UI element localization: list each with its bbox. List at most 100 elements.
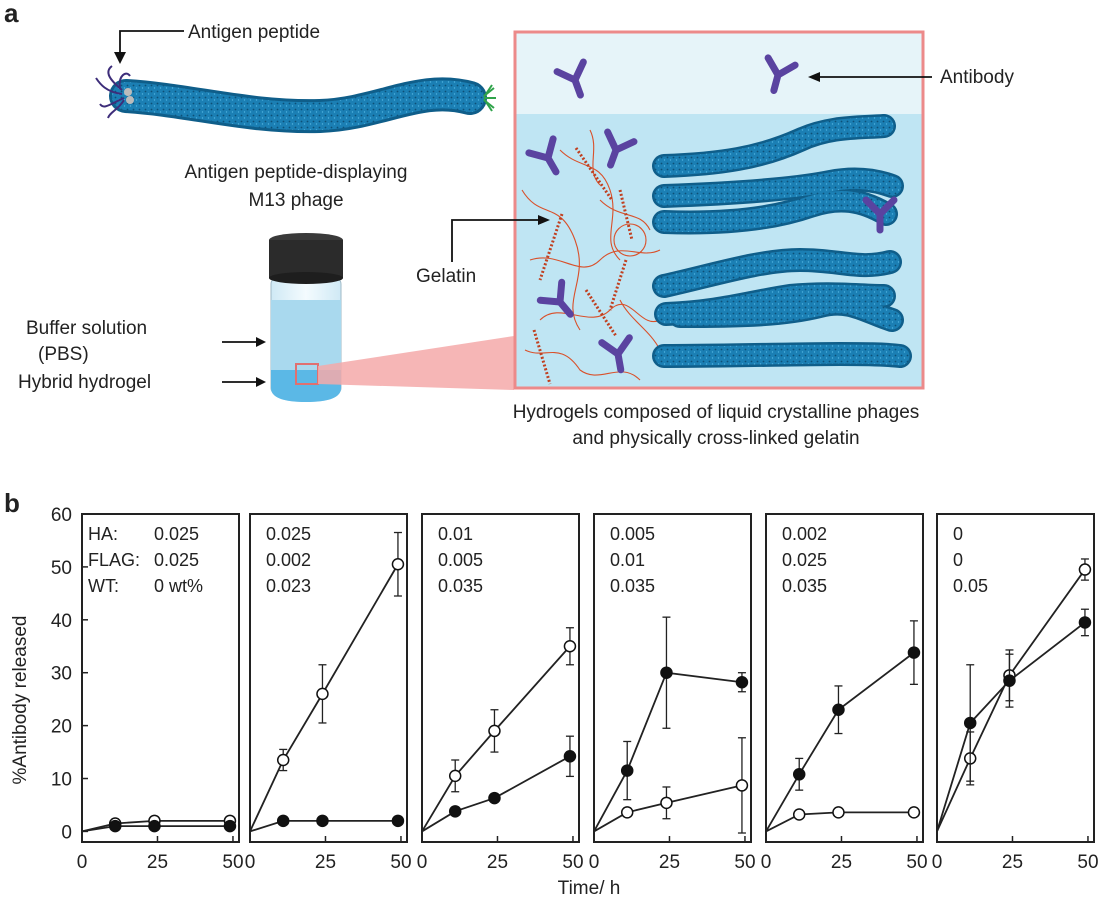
peptide-icon xyxy=(95,65,131,119)
vial-cap xyxy=(269,233,343,284)
data-point-open xyxy=(276,753,290,767)
plot-frame xyxy=(765,513,924,843)
composition-value: 0.025 xyxy=(266,524,311,544)
data-point-filled xyxy=(223,819,237,833)
antigen-peptide-arrowhead xyxy=(114,52,126,64)
x-tick-label: 25 xyxy=(147,852,168,873)
x-tick-label: 0 xyxy=(245,852,256,873)
composition-value: 0.005 xyxy=(610,524,655,544)
x-tick-label: 25 xyxy=(659,852,680,873)
series-line-open xyxy=(81,819,230,833)
y-tick-label: 0 xyxy=(61,822,72,843)
y-tick-label: 10 xyxy=(51,770,72,791)
panel-a: a Antigen peptide Antigen peptide-displa xyxy=(4,0,1014,449)
composition-value: 0 xyxy=(953,524,963,544)
composition-value: 0.01 xyxy=(438,524,473,544)
series-line-filled xyxy=(421,755,571,833)
antigen-peptide-label: Antigen peptide xyxy=(188,22,320,43)
data-point-filled xyxy=(1003,674,1016,687)
series-line-open xyxy=(421,645,571,832)
y-tick-label: 30 xyxy=(51,664,72,685)
hybrid-hydrogel-label: Hybrid hydrogel xyxy=(18,372,151,393)
row-label: FLAG: xyxy=(88,550,140,570)
gelatin-helix xyxy=(532,147,634,385)
x-tick-label: 0 xyxy=(417,852,428,873)
data-point-open xyxy=(735,779,749,792)
zoom-box-border xyxy=(513,30,925,390)
buffer-label-line1: Buffer solution xyxy=(26,318,147,339)
data-point-filled xyxy=(620,764,634,777)
plot-frame xyxy=(81,513,240,843)
plot-frame xyxy=(593,513,752,843)
x-tick-label: 0 xyxy=(77,852,88,873)
composition-value: 0.05 xyxy=(953,576,988,596)
composition-value: 0.035 xyxy=(610,576,655,596)
composition-value: 0.023 xyxy=(266,576,311,596)
series-line-open xyxy=(765,811,914,833)
composition-value: 0.025 xyxy=(154,524,199,544)
data-point-open xyxy=(448,769,462,783)
data-point-filled xyxy=(148,819,161,833)
y-tick-label: 20 xyxy=(51,717,72,738)
composition-value: 0.035 xyxy=(782,576,827,596)
data-point-filled xyxy=(391,814,405,828)
x-tick-label: 25 xyxy=(315,852,336,873)
series-line-filled xyxy=(765,651,915,832)
data-point-filled xyxy=(488,791,501,805)
hydrogel-arrowhead xyxy=(256,377,266,387)
zoom-beam xyxy=(318,336,514,390)
row-label: HA: xyxy=(88,524,118,544)
data-point-filled xyxy=(660,666,673,679)
series-line-filled xyxy=(249,819,398,833)
composition-value: 0.01 xyxy=(610,550,645,570)
series-line-open xyxy=(249,563,399,832)
data-point-open xyxy=(391,558,405,571)
data-point-open xyxy=(488,724,501,738)
composition-value: 0 xyxy=(953,550,963,570)
antibody-arrowhead xyxy=(808,72,820,82)
composition-value: 0 wt% xyxy=(154,576,203,596)
series-line-filled xyxy=(936,621,1086,832)
plot-frame xyxy=(936,513,1095,843)
composition-value: 0.002 xyxy=(266,550,311,570)
gelatin-arrowhead xyxy=(538,215,550,225)
antibody-icons xyxy=(525,54,898,374)
data-point-open xyxy=(316,687,329,701)
plot-frame xyxy=(421,513,580,843)
data-point-open xyxy=(660,796,673,810)
data-point-open xyxy=(563,640,577,653)
gelatin-arrow xyxy=(451,219,538,262)
vial-illustration xyxy=(269,233,343,402)
x-tick-label: 25 xyxy=(831,852,852,873)
composition-value: 0.002 xyxy=(782,524,827,544)
data-point-filled xyxy=(735,675,749,689)
data-point-filled xyxy=(316,814,329,828)
composition-value: 0.025 xyxy=(782,550,827,570)
antibody-label: Antibody xyxy=(940,67,1014,88)
antigen-peptide-arrow xyxy=(119,30,184,56)
series-line-filled xyxy=(593,671,743,832)
series-line-open xyxy=(593,784,743,833)
data-point-open xyxy=(832,806,845,819)
data-point-open xyxy=(1078,563,1092,576)
data-point-open xyxy=(620,806,634,819)
composition-value: 0.025 xyxy=(154,550,199,570)
x-tick-label: 50 xyxy=(222,852,243,873)
panel-a-letter: a xyxy=(4,0,19,28)
hydrogel-caption-line1: Hydrogels composed of liquid crystalline… xyxy=(513,402,920,423)
data-point-open xyxy=(907,806,921,819)
x-tick-label: 50 xyxy=(1077,852,1098,873)
m13-phage-illustration xyxy=(95,65,496,134)
y-axis-label: %Antibody released xyxy=(10,616,31,785)
y-tick-label: 50 xyxy=(51,558,72,579)
x-axis-label: Time/ h xyxy=(558,878,621,899)
phage-tail-icon xyxy=(483,84,496,112)
buffer-arrowhead xyxy=(256,337,266,347)
x-tick-label: 50 xyxy=(906,852,927,873)
